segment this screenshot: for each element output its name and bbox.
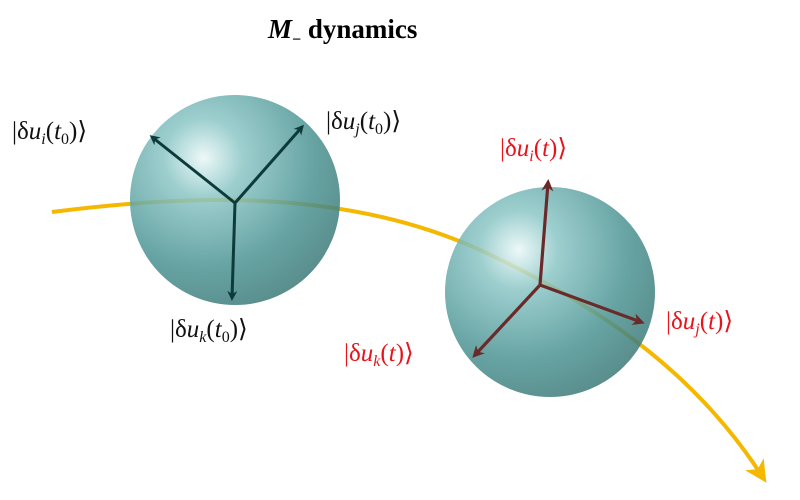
l: |δ	[344, 340, 361, 367]
l: t	[368, 108, 376, 135]
l: (	[380, 340, 389, 367]
l: t	[54, 118, 62, 145]
l: |δ	[500, 135, 517, 162]
label-du-k-t: |δuk(t)⟩	[344, 338, 414, 371]
initial-sphere	[130, 95, 340, 305]
l: (	[699, 308, 709, 335]
l: u	[516, 135, 530, 162]
label-du-j-t0: |δuj(t0)⟩	[326, 106, 401, 139]
l: (	[45, 118, 55, 145]
l: t	[388, 340, 396, 367]
label-du-i-t: |δui(t)⟩	[500, 133, 567, 166]
l: 0	[61, 131, 70, 148]
l: t	[214, 316, 222, 343]
l: )⟩	[383, 108, 402, 135]
l: )⟩	[69, 118, 88, 145]
l: |δ	[12, 118, 29, 145]
l: 0	[375, 121, 384, 138]
l: i	[529, 148, 534, 165]
l: (	[533, 135, 543, 162]
diagram-title: M− dynamics	[268, 14, 417, 49]
vector-i-t	[538, 179, 554, 286]
vector-i-t0	[149, 135, 236, 205]
l: u	[186, 316, 200, 343]
l: )⟩	[229, 316, 248, 343]
l: j	[355, 121, 360, 138]
l: )⟩	[715, 308, 734, 335]
l: |δ	[666, 308, 683, 335]
l: u	[682, 308, 696, 335]
l: k	[373, 353, 381, 370]
vector-j-t	[539, 283, 645, 325]
l: j	[695, 321, 700, 338]
l: t	[708, 308, 716, 335]
vector-j-t0	[233, 124, 304, 204]
l: |δ	[170, 316, 187, 343]
l: |δ	[326, 108, 343, 135]
vector-k-t0	[227, 202, 238, 301]
label-du-k-t0: |δuk(t0)⟩	[170, 314, 248, 347]
l: u	[28, 118, 42, 145]
l: (	[206, 316, 215, 343]
l: u	[342, 108, 356, 135]
label-du-j-t: |δuj(t)⟩	[666, 306, 733, 339]
evolved-sphere	[445, 187, 655, 397]
title-symbol: M	[268, 14, 293, 44]
l: (	[359, 108, 369, 135]
vector-k-t	[472, 283, 542, 358]
l: k	[199, 329, 207, 346]
l: u	[360, 340, 374, 367]
title-subscript: −	[292, 31, 302, 49]
l: )⟩	[549, 135, 568, 162]
title-text: dynamics	[307, 14, 418, 44]
l: 0	[221, 329, 230, 346]
l: )⟩	[395, 340, 414, 367]
l: i	[41, 131, 46, 148]
evolved-vectors	[472, 179, 645, 358]
initial-vectors	[149, 124, 304, 301]
label-du-i-t0: |δui(t0)⟩	[12, 116, 87, 149]
l: t	[542, 135, 550, 162]
